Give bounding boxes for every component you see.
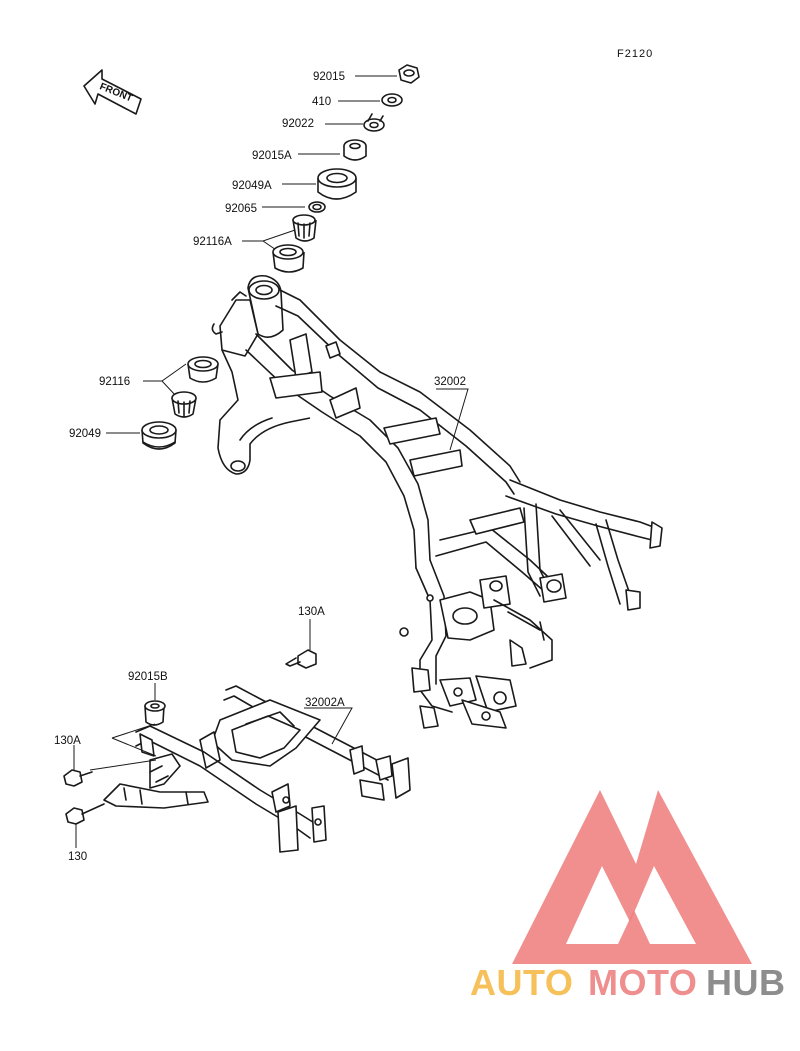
part-92116A-bearing [242,214,317,273]
label-130A-top: 130A [298,606,325,618]
part-130-bolt [65,803,105,848]
part-92015B-collar [144,683,166,726]
watermark-hub: HUB [706,962,786,1003]
part-92049A-bearing-seal [282,168,357,200]
part-92015A-nut [298,139,367,161]
part-92049-bearing-seal [106,421,177,450]
part-92065-oring [262,201,326,213]
watermark-moto: MOTO [588,962,697,1003]
label-92116: 92116 [99,376,130,388]
automotohub-logo-icon [512,790,752,964]
part-92015-nut [355,64,420,84]
label-410: 410 [312,96,331,108]
label-130: 130 [68,851,87,863]
label-92049A: 92049A [232,180,272,192]
label-92116A: 92116A [193,236,232,248]
label-92015A: 92015A [252,150,292,162]
part-92022-lockwasher [325,113,385,132]
part-130A-bolt-left [63,745,93,787]
part-130A-bolt-top [285,619,317,669]
label-32002A: 32002A [305,697,345,709]
label-32002: 32002 [434,376,466,388]
label-130A-left: 130A [54,735,81,747]
part-32002A-lower-frame [103,685,411,853]
watermark-auto: AUTO [470,962,573,1003]
label-92022: 92022 [282,118,314,130]
label-92015: 92015 [313,71,345,83]
label-92065: 92065 [225,203,257,215]
label-92015B: 92015B [128,671,168,683]
part-32002-main-frame [211,274,663,729]
front-arrow-icon: FRONT [83,69,142,115]
part-410-washer [338,93,403,107]
part-92116-bearing [143,356,219,418]
diagram-code: F2120 [617,48,653,60]
label-92049: 92049 [69,428,101,440]
